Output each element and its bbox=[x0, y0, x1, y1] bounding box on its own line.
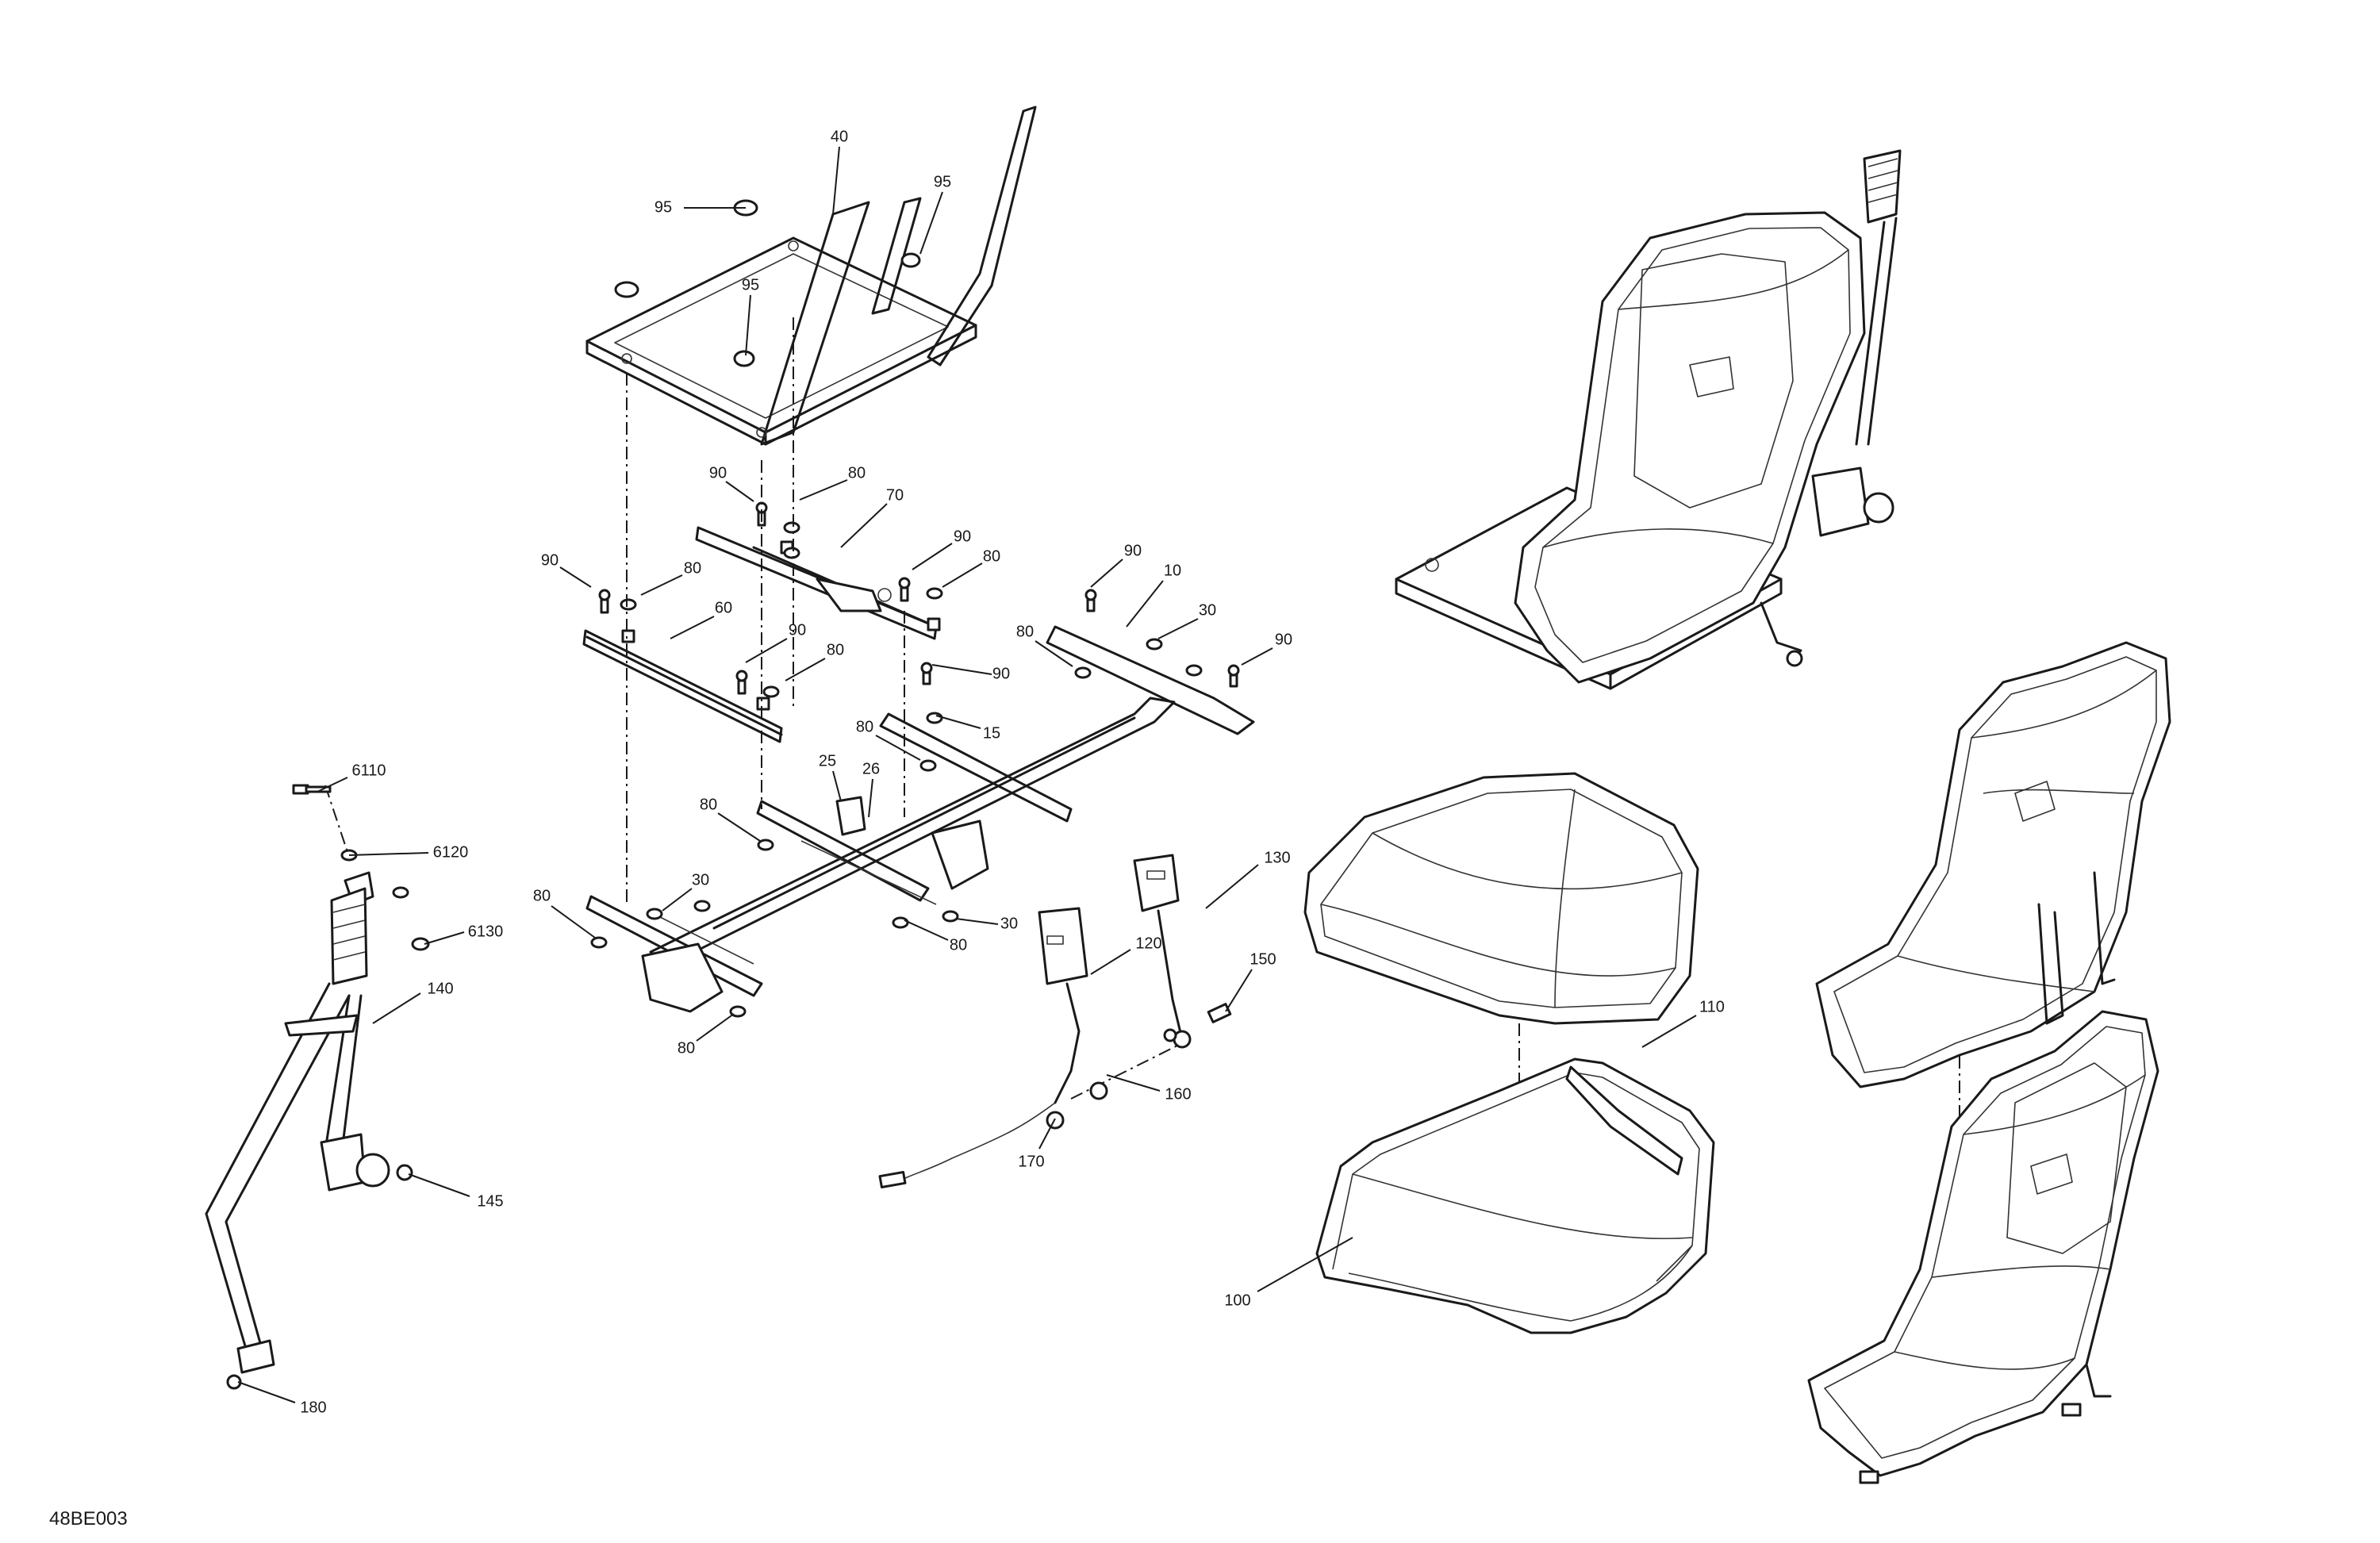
leader-line-c160 bbox=[1106, 1074, 1161, 1092]
callout-c80j: 80 bbox=[678, 1039, 695, 1057]
callout-c90b: 90 bbox=[954, 528, 971, 545]
callout-c110: 110 bbox=[1699, 998, 1725, 1015]
leader-line-c30b bbox=[662, 888, 693, 912]
leader-line-c10 bbox=[1126, 580, 1164, 628]
callout-c80h: 80 bbox=[533, 887, 551, 904]
callout-c60: 60 bbox=[715, 599, 732, 616]
callout-c90a: 90 bbox=[709, 464, 727, 482]
leader-line-c6110 bbox=[317, 777, 348, 793]
callout-c30a: 30 bbox=[1199, 601, 1216, 619]
callout-c80d: 80 bbox=[827, 641, 844, 658]
leader-line-c130 bbox=[1205, 864, 1259, 909]
callout-c170: 170 bbox=[1018, 1153, 1044, 1170]
leader-line-c15 bbox=[935, 715, 981, 729]
callout-c160: 160 bbox=[1165, 1085, 1191, 1103]
leader-line-c110 bbox=[1641, 1015, 1697, 1048]
callout-c95b: 95 bbox=[934, 173, 951, 190]
seat-belt-buckle-130 bbox=[1133, 854, 1232, 1049]
leader-line-c80i bbox=[904, 919, 949, 941]
leader-line-c26 bbox=[868, 778, 873, 818]
leader-line-c40 bbox=[832, 146, 840, 215]
seat-belt-retractor-assembly bbox=[205, 784, 430, 1390]
callout-c6110: 6110 bbox=[351, 762, 386, 779]
callout-c80c: 80 bbox=[684, 559, 701, 577]
callout-c90e: 90 bbox=[1124, 542, 1142, 559]
seat-shell bbox=[1815, 641, 2171, 1088]
leader-line-c30a bbox=[1157, 618, 1199, 639]
callout-c15: 15 bbox=[983, 724, 1000, 742]
callout-c10: 10 bbox=[1164, 562, 1181, 579]
seat-base-frame bbox=[585, 106, 1037, 446]
leader-line-c6130 bbox=[424, 931, 465, 945]
leader-line-c90c bbox=[559, 566, 592, 588]
leader-line-c95b bbox=[919, 191, 943, 255]
leader-line-c145 bbox=[408, 1173, 470, 1197]
leader-line-c90e bbox=[1090, 558, 1123, 588]
seat-belt-buckle-120 bbox=[878, 907, 1108, 1188]
callout-c30b: 30 bbox=[692, 871, 709, 889]
leader-line-c80h bbox=[551, 905, 596, 938]
leader-line-c80f bbox=[875, 735, 921, 761]
callout-c25: 25 bbox=[819, 752, 836, 770]
callout-c6130: 6130 bbox=[468, 923, 504, 940]
callout-c130: 130 bbox=[1264, 849, 1290, 866]
leader-line-c80b bbox=[942, 562, 983, 588]
seat-assembly-110 bbox=[1807, 1010, 2159, 1484]
callout-c70: 70 bbox=[886, 486, 904, 504]
leader-line-c80e bbox=[1035, 640, 1073, 667]
leader-line-c140 bbox=[372, 992, 421, 1024]
callout-c90d: 90 bbox=[789, 621, 806, 639]
leader-line-c80c bbox=[640, 574, 683, 596]
seat-crossmember-assembly bbox=[585, 625, 1255, 1013]
callout-c140: 140 bbox=[427, 980, 453, 997]
leader-line-c80j bbox=[696, 1013, 735, 1042]
callout-c80f: 80 bbox=[856, 718, 873, 735]
callout-leader-lines bbox=[237, 146, 1697, 1403]
callout-c90c: 90 bbox=[541, 551, 559, 569]
callout-c80e: 80 bbox=[1016, 623, 1034, 640]
leader-line-c120 bbox=[1090, 949, 1131, 975]
callout-c80i: 80 bbox=[950, 936, 967, 954]
leader-line-c6120 bbox=[348, 852, 429, 856]
leader-line-c95c bbox=[745, 294, 751, 356]
callout-c95a: 95 bbox=[654, 198, 672, 216]
callout-c180: 180 bbox=[300, 1399, 326, 1416]
leader-line-c90a bbox=[725, 481, 754, 502]
leader-line-c80g bbox=[717, 812, 761, 842]
seat-cushion bbox=[1303, 772, 1715, 1334]
leader-line-c90d bbox=[745, 638, 788, 663]
callout-c100: 100 bbox=[1224, 1292, 1250, 1309]
leader-line-c80a bbox=[799, 479, 848, 501]
callout-labels: 40 95 95 95 90 80 70 90 80 90 80 60 90 80 90 10 30 90 80 90… bbox=[300, 128, 1725, 1416]
leader-line-c170 bbox=[1038, 1118, 1056, 1150]
leader-line-c90b bbox=[912, 543, 953, 570]
callout-c80a: 80 bbox=[848, 464, 866, 482]
callout-c95c: 95 bbox=[742, 276, 759, 294]
assembled-seat-with-frame bbox=[1395, 149, 1902, 690]
callout-c145: 145 bbox=[477, 1192, 503, 1210]
callout-c120: 120 bbox=[1135, 935, 1161, 952]
leader-line-c30c bbox=[955, 918, 999, 925]
callout-c30c: 30 bbox=[1000, 915, 1018, 932]
callout-c6120: 6120 bbox=[433, 843, 469, 861]
leader-line-c25 bbox=[832, 770, 842, 802]
callout-c80g: 80 bbox=[700, 796, 717, 813]
callout-c90f: 90 bbox=[1275, 631, 1292, 648]
leader-line-c90g bbox=[931, 664, 992, 675]
seat-slide-rail-60 bbox=[582, 629, 783, 743]
callout-c26: 26 bbox=[862, 760, 880, 777]
leader-line-c100 bbox=[1257, 1237, 1353, 1292]
callout-c150: 150 bbox=[1250, 950, 1276, 968]
callout-c90g: 90 bbox=[992, 665, 1010, 682]
leader-line-c150 bbox=[1225, 969, 1253, 1012]
drawing-reference-code: 48BE003 bbox=[49, 1508, 128, 1530]
callout-c40: 40 bbox=[831, 128, 848, 145]
leader-line-c60 bbox=[670, 616, 715, 639]
leader-line-c70 bbox=[840, 503, 888, 548]
leader-line-c90f bbox=[1241, 647, 1273, 666]
leader-line-c80d bbox=[785, 658, 826, 681]
callout-c80b: 80 bbox=[983, 547, 1000, 565]
leader-line-c180 bbox=[237, 1381, 296, 1403]
